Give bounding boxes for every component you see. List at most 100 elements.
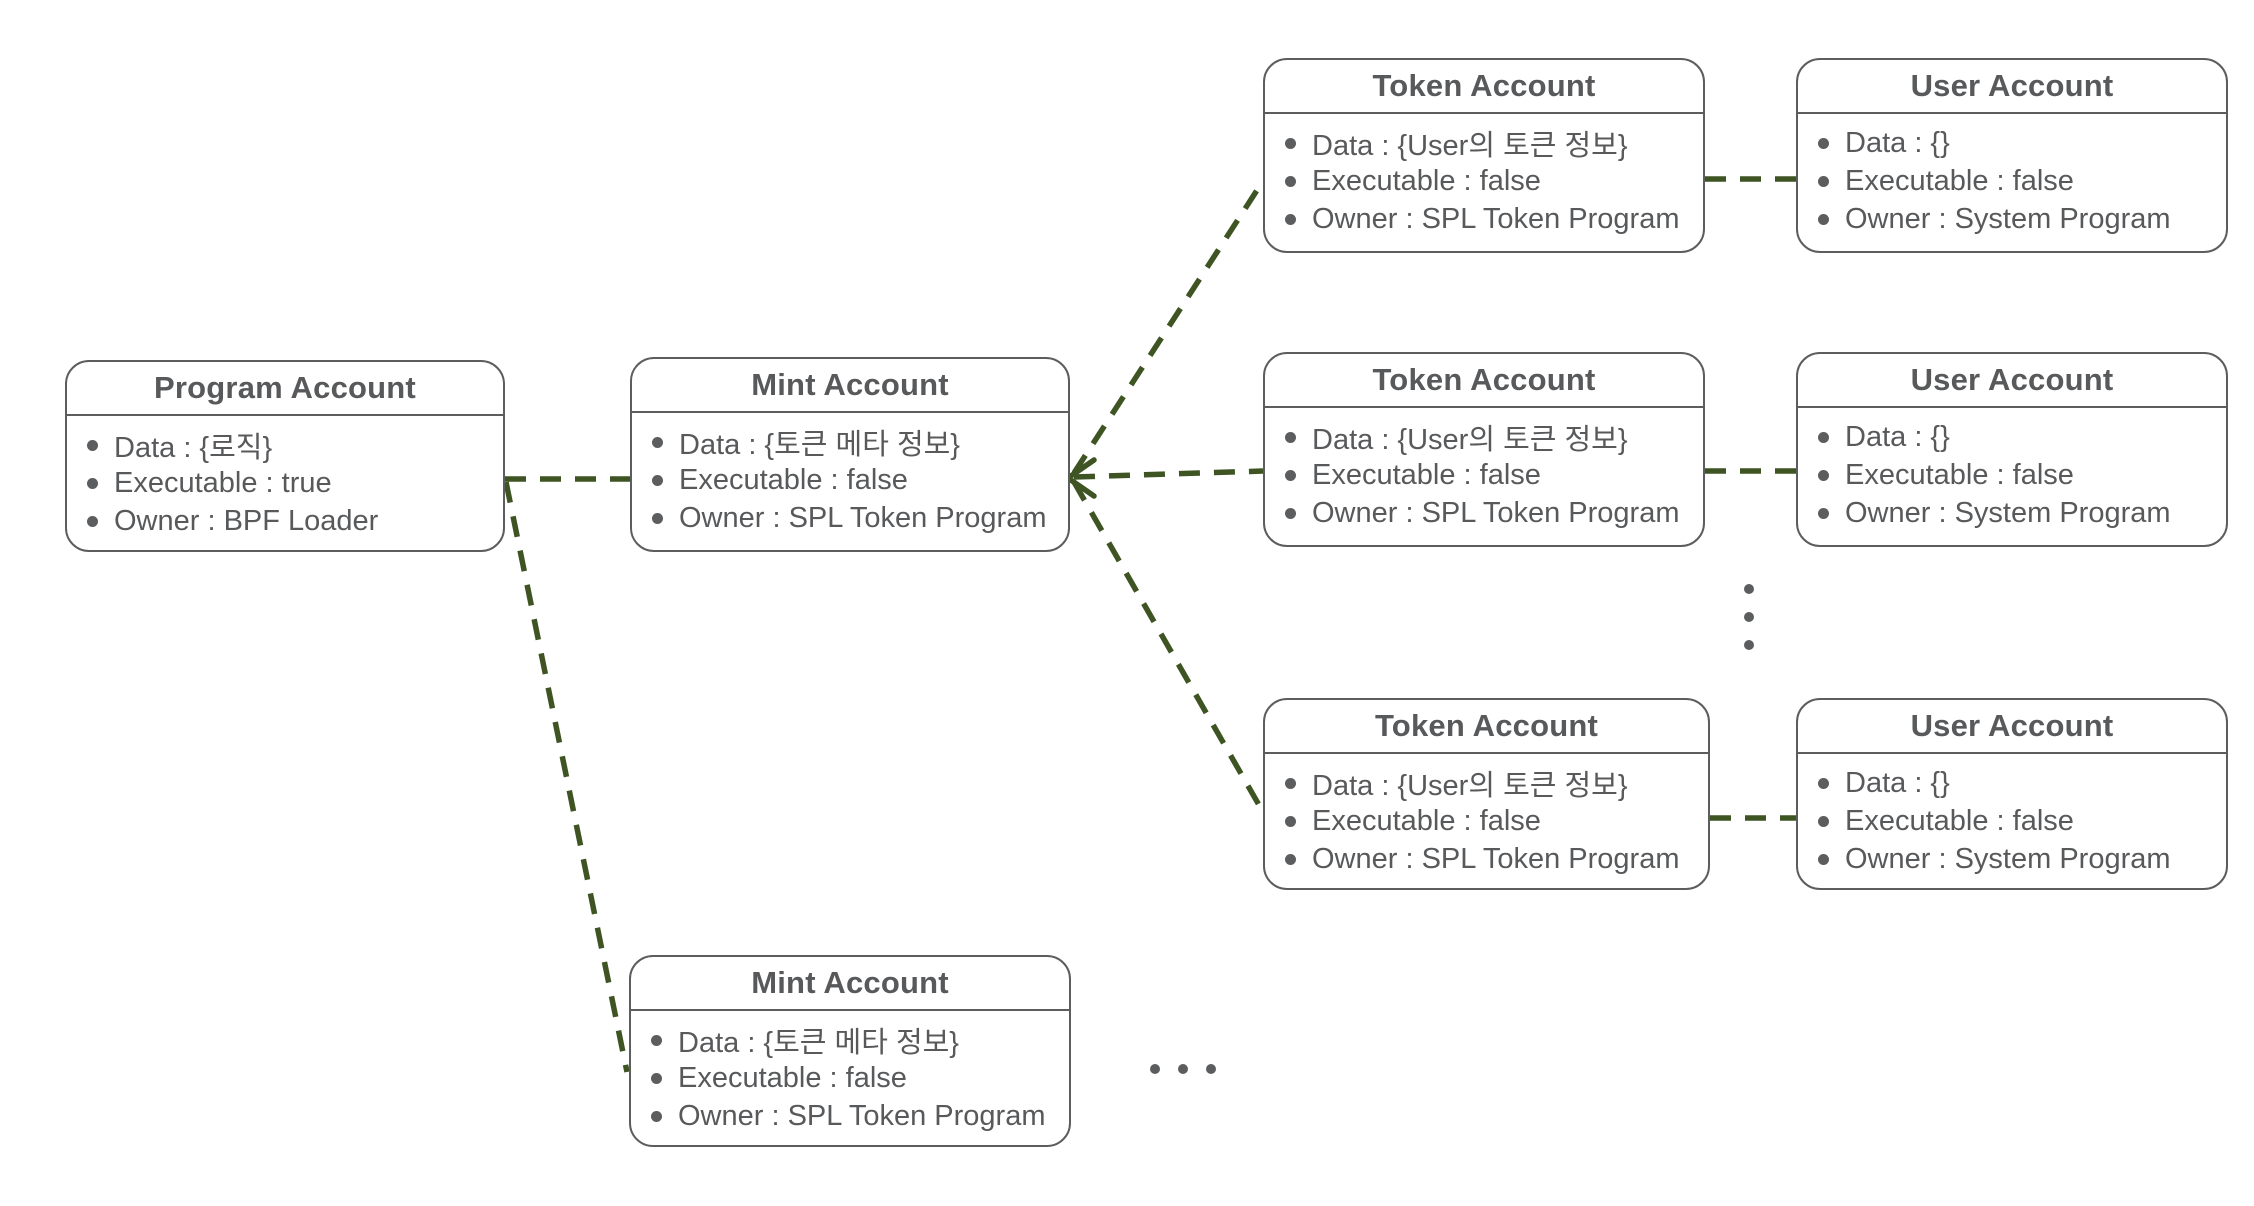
item-text: Data : {} bbox=[1845, 766, 1950, 799]
list-item: Data : {로직} bbox=[87, 426, 497, 464]
item-text: Executable : false bbox=[1845, 804, 2074, 837]
ellipsis-dot bbox=[1744, 584, 1754, 594]
card-body: Data : {} Executable : false Owner : Sys… bbox=[1798, 114, 2226, 238]
card-title: Program Account bbox=[67, 362, 503, 416]
bullet-icon bbox=[1285, 431, 1296, 443]
bullet-icon bbox=[1285, 853, 1296, 865]
bullet-icon bbox=[1818, 507, 1829, 519]
item-text: Data : {} bbox=[1845, 420, 1950, 453]
horizontal-ellipsis-icon bbox=[1150, 1064, 1216, 1074]
card-body: Data : {토큰 메타 정보} Executable : false Own… bbox=[632, 413, 1068, 537]
list-item: Executable : false bbox=[1818, 456, 2220, 494]
list-item: Owner : SPL Token Program bbox=[651, 1097, 1063, 1135]
item-text: Executable : false bbox=[1312, 458, 1541, 491]
bullet-icon bbox=[87, 515, 98, 527]
token-account-card-2: Token Account Data : {User의 토큰 정보} Execu… bbox=[1263, 352, 1705, 547]
item-text: Data : {User의 토큰 정보} bbox=[1312, 770, 1628, 802]
list-item: Owner : SPL Token Program bbox=[652, 499, 1062, 537]
item-text: Executable : false bbox=[1312, 164, 1541, 197]
list-item: Owner : SPL Token Program bbox=[1285, 494, 1697, 532]
bullet-icon bbox=[652, 436, 663, 448]
bullet-icon bbox=[1818, 815, 1829, 827]
item-text: Owner : SPL Token Program bbox=[678, 1099, 1046, 1132]
bullet-icon bbox=[1285, 137, 1296, 149]
item-text: Owner : SPL Token Program bbox=[1312, 842, 1680, 875]
card-body: Data : {User의 토큰 정보} Executable : false … bbox=[1265, 408, 1703, 532]
item-text: Data : {User의 토큰 정보} bbox=[1312, 424, 1628, 456]
item-text: Data : {로직} bbox=[114, 432, 273, 464]
bullet-icon bbox=[1285, 777, 1296, 789]
item-text: Owner : System Program bbox=[1845, 842, 2171, 875]
list-item: Executable : false bbox=[1285, 456, 1697, 494]
item-text: Executable : false bbox=[1845, 164, 2074, 197]
program-account-card: Program Account Data : {로직} Executable :… bbox=[65, 360, 505, 552]
list-item: Data : {} bbox=[1818, 764, 2220, 802]
list-item: Owner : SPL Token Program bbox=[1285, 200, 1697, 238]
list-item: Executable : true bbox=[87, 464, 497, 502]
item-text: Owner : SPL Token Program bbox=[679, 501, 1047, 534]
item-text: Executable : true bbox=[114, 466, 332, 499]
list-item: Data : {} bbox=[1818, 124, 2220, 162]
ellipsis-dot bbox=[1206, 1064, 1216, 1074]
ellipsis-dot bbox=[1744, 612, 1754, 622]
mint-account-card-bottom: Mint Account Data : {토큰 메타 정보} Executabl… bbox=[629, 955, 1071, 1147]
list-item: Owner : BPF Loader bbox=[87, 502, 497, 540]
item-text: Executable : false bbox=[679, 463, 908, 496]
bullet-icon bbox=[1818, 469, 1829, 481]
token-account-card-3: Token Account Data : {User의 토큰 정보} Execu… bbox=[1263, 698, 1710, 890]
bullet-icon bbox=[1818, 213, 1829, 225]
ellipsis-dot bbox=[1150, 1064, 1160, 1074]
list-item: Data : {User의 토큰 정보} bbox=[1285, 124, 1697, 162]
user-account-card-1: User Account Data : {} Executable : fals… bbox=[1796, 58, 2228, 253]
list-item: Data : {User의 토큰 정보} bbox=[1285, 764, 1702, 802]
item-text: Owner : SPL Token Program bbox=[1312, 496, 1680, 529]
bullet-icon bbox=[1818, 777, 1829, 789]
bullet-icon bbox=[87, 439, 98, 451]
ellipsis-dot bbox=[1744, 640, 1754, 650]
list-item: Executable : false bbox=[652, 461, 1062, 499]
bullet-icon bbox=[1285, 507, 1296, 519]
bullet-icon bbox=[1285, 213, 1296, 225]
card-title: Mint Account bbox=[632, 359, 1068, 413]
list-item: Executable : false bbox=[651, 1059, 1063, 1097]
item-text: Executable : false bbox=[678, 1061, 907, 1094]
user-account-card-2: User Account Data : {} Executable : fals… bbox=[1796, 352, 2228, 547]
connector-token2-to-mint-main bbox=[1073, 468, 1264, 480]
card-body: Data : {} Executable : false Owner : Sys… bbox=[1798, 408, 2226, 532]
card-title: Token Account bbox=[1265, 354, 1703, 408]
vertical-ellipsis-icon bbox=[1744, 584, 1754, 650]
connector-token1-to-mint-main bbox=[1071, 179, 1266, 475]
list-item: Owner : System Program bbox=[1818, 840, 2220, 878]
bullet-icon bbox=[1818, 175, 1829, 187]
card-title: User Account bbox=[1798, 700, 2226, 754]
bullet-icon bbox=[1818, 137, 1829, 149]
card-body: Data : {로직} Executable : true Owner : BP… bbox=[67, 416, 503, 540]
list-item: Data : {토큰 메타 정보} bbox=[652, 423, 1062, 461]
item-text: Data : {토큰 메타 정보} bbox=[679, 429, 960, 461]
card-body: Data : {토큰 메타 정보} Executable : false Own… bbox=[631, 1011, 1069, 1135]
bullet-icon bbox=[87, 477, 98, 489]
ellipsis-dot bbox=[1178, 1064, 1188, 1074]
bullet-icon bbox=[651, 1110, 662, 1122]
item-text: Owner : System Program bbox=[1845, 496, 2171, 529]
bullet-icon bbox=[1818, 431, 1829, 443]
token-account-card-1: Token Account Data : {User의 토큰 정보} Execu… bbox=[1263, 58, 1705, 253]
item-text: Owner : System Program bbox=[1845, 202, 2171, 235]
list-item: Executable : false bbox=[1818, 802, 2220, 840]
list-item: Data : {} bbox=[1818, 418, 2220, 456]
list-item: Data : {토큰 메타 정보} bbox=[651, 1021, 1063, 1059]
card-body: Data : {User의 토큰 정보} Executable : false … bbox=[1265, 114, 1703, 238]
card-title: User Account bbox=[1798, 354, 2226, 408]
list-item: Data : {User의 토큰 정보} bbox=[1285, 418, 1697, 456]
item-text: Data : {} bbox=[1845, 126, 1950, 159]
bullet-icon bbox=[651, 1072, 662, 1084]
card-title: Mint Account bbox=[631, 957, 1069, 1011]
item-text: Owner : SPL Token Program bbox=[1312, 202, 1680, 235]
bullet-icon bbox=[1285, 815, 1296, 827]
item-text: Executable : false bbox=[1312, 804, 1541, 837]
item-text: Executable : false bbox=[1845, 458, 2074, 491]
list-item: Owner : System Program bbox=[1818, 494, 2220, 532]
card-title: Token Account bbox=[1265, 700, 1708, 754]
list-item: Owner : System Program bbox=[1818, 200, 2220, 238]
